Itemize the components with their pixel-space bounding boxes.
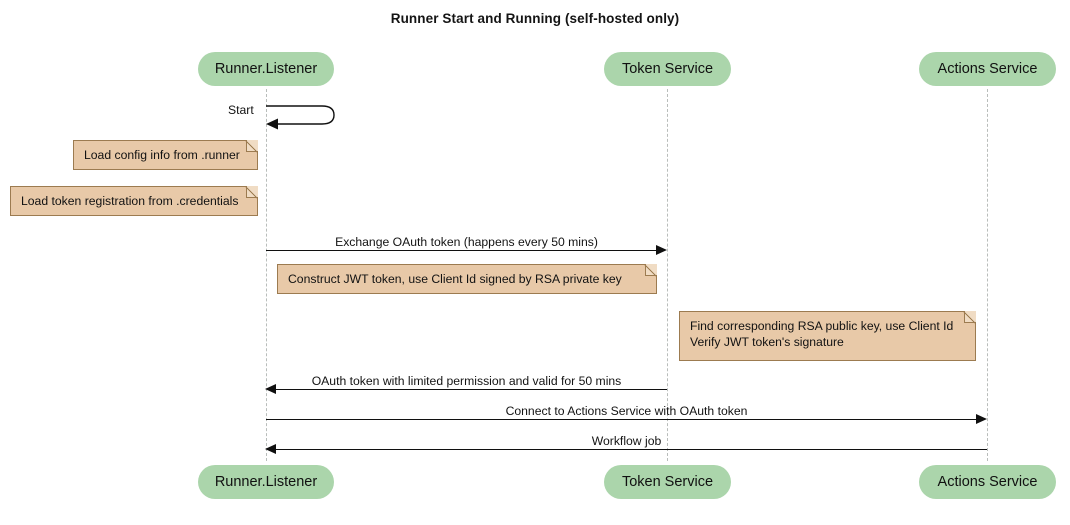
message-self-start <box>266 105 335 130</box>
lifeline-actions <box>987 89 988 461</box>
note-text-line-2: Verify JWT token's signature <box>690 335 844 349</box>
message-label-exchange-oauth-token: Exchange OAuth token (happens every 50 m… <box>335 235 598 249</box>
page-title: Runner Start and Running (self-hosted on… <box>390 11 680 26</box>
arrow-head-left-icon <box>265 384 276 394</box>
arrow-head-left-icon <box>265 444 276 454</box>
lifeline-token <box>667 89 668 461</box>
participant-label: Runner.Listener <box>214 61 318 77</box>
participant-actions-top[interactable]: Actions Service <box>919 52 1056 86</box>
note-text: Load token registration from .credential… <box>21 194 239 208</box>
note-load-token-registration: Load token registration from .credential… <box>10 186 258 216</box>
participant-token-top[interactable]: Token Service <box>604 52 731 86</box>
note-verify-jwt-token: Find corresponding RSA public key, use C… <box>679 311 976 361</box>
note-text-line-1: Find corresponding RSA public key, use C… <box>690 319 954 333</box>
message-label-start: Start <box>228 103 254 117</box>
message-line-oauth-token-reply <box>275 389 667 390</box>
participant-token-bottom[interactable]: Token Service <box>604 465 731 499</box>
participant-actions-bottom[interactable]: Actions Service <box>919 465 1056 499</box>
note-load-config-info: Load config info from .runner <box>73 140 258 170</box>
message-line-connect-actions-service <box>266 419 978 420</box>
participant-label: Runner.Listener <box>214 474 318 490</box>
arrow-head-right-icon <box>656 245 667 255</box>
participant-label: Token Service <box>621 474 714 490</box>
note-fold-line <box>644 264 657 277</box>
lifeline-runner <box>266 89 267 461</box>
message-label-oauth-token-reply: OAuth token with limited permission and … <box>311 374 622 388</box>
note-fold-line <box>245 140 258 153</box>
participant-label: Actions Service <box>937 474 1038 490</box>
message-line-exchange-oauth-token <box>266 250 658 251</box>
note-fold-line <box>245 186 258 199</box>
participant-label: Actions Service <box>937 61 1038 77</box>
note-construct-jwt-token: Construct JWT token, use Client Id signe… <box>277 264 657 294</box>
message-label-workflow-job: Workflow job <box>591 434 662 448</box>
note-text: Construct JWT token, use Client Id signe… <box>288 272 622 286</box>
arrow-head-right-icon <box>976 414 987 424</box>
participant-runner-top[interactable]: Runner.Listener <box>198 52 334 86</box>
message-label-connect-actions-service: Connect to Actions Service with OAuth to… <box>505 404 748 418</box>
participant-label: Token Service <box>621 61 714 77</box>
note-text: Load config info from .runner <box>84 148 240 162</box>
message-line-workflow-job <box>275 449 987 450</box>
note-fold-line <box>963 311 976 324</box>
participant-runner-bottom[interactable]: Runner.Listener <box>198 465 334 499</box>
